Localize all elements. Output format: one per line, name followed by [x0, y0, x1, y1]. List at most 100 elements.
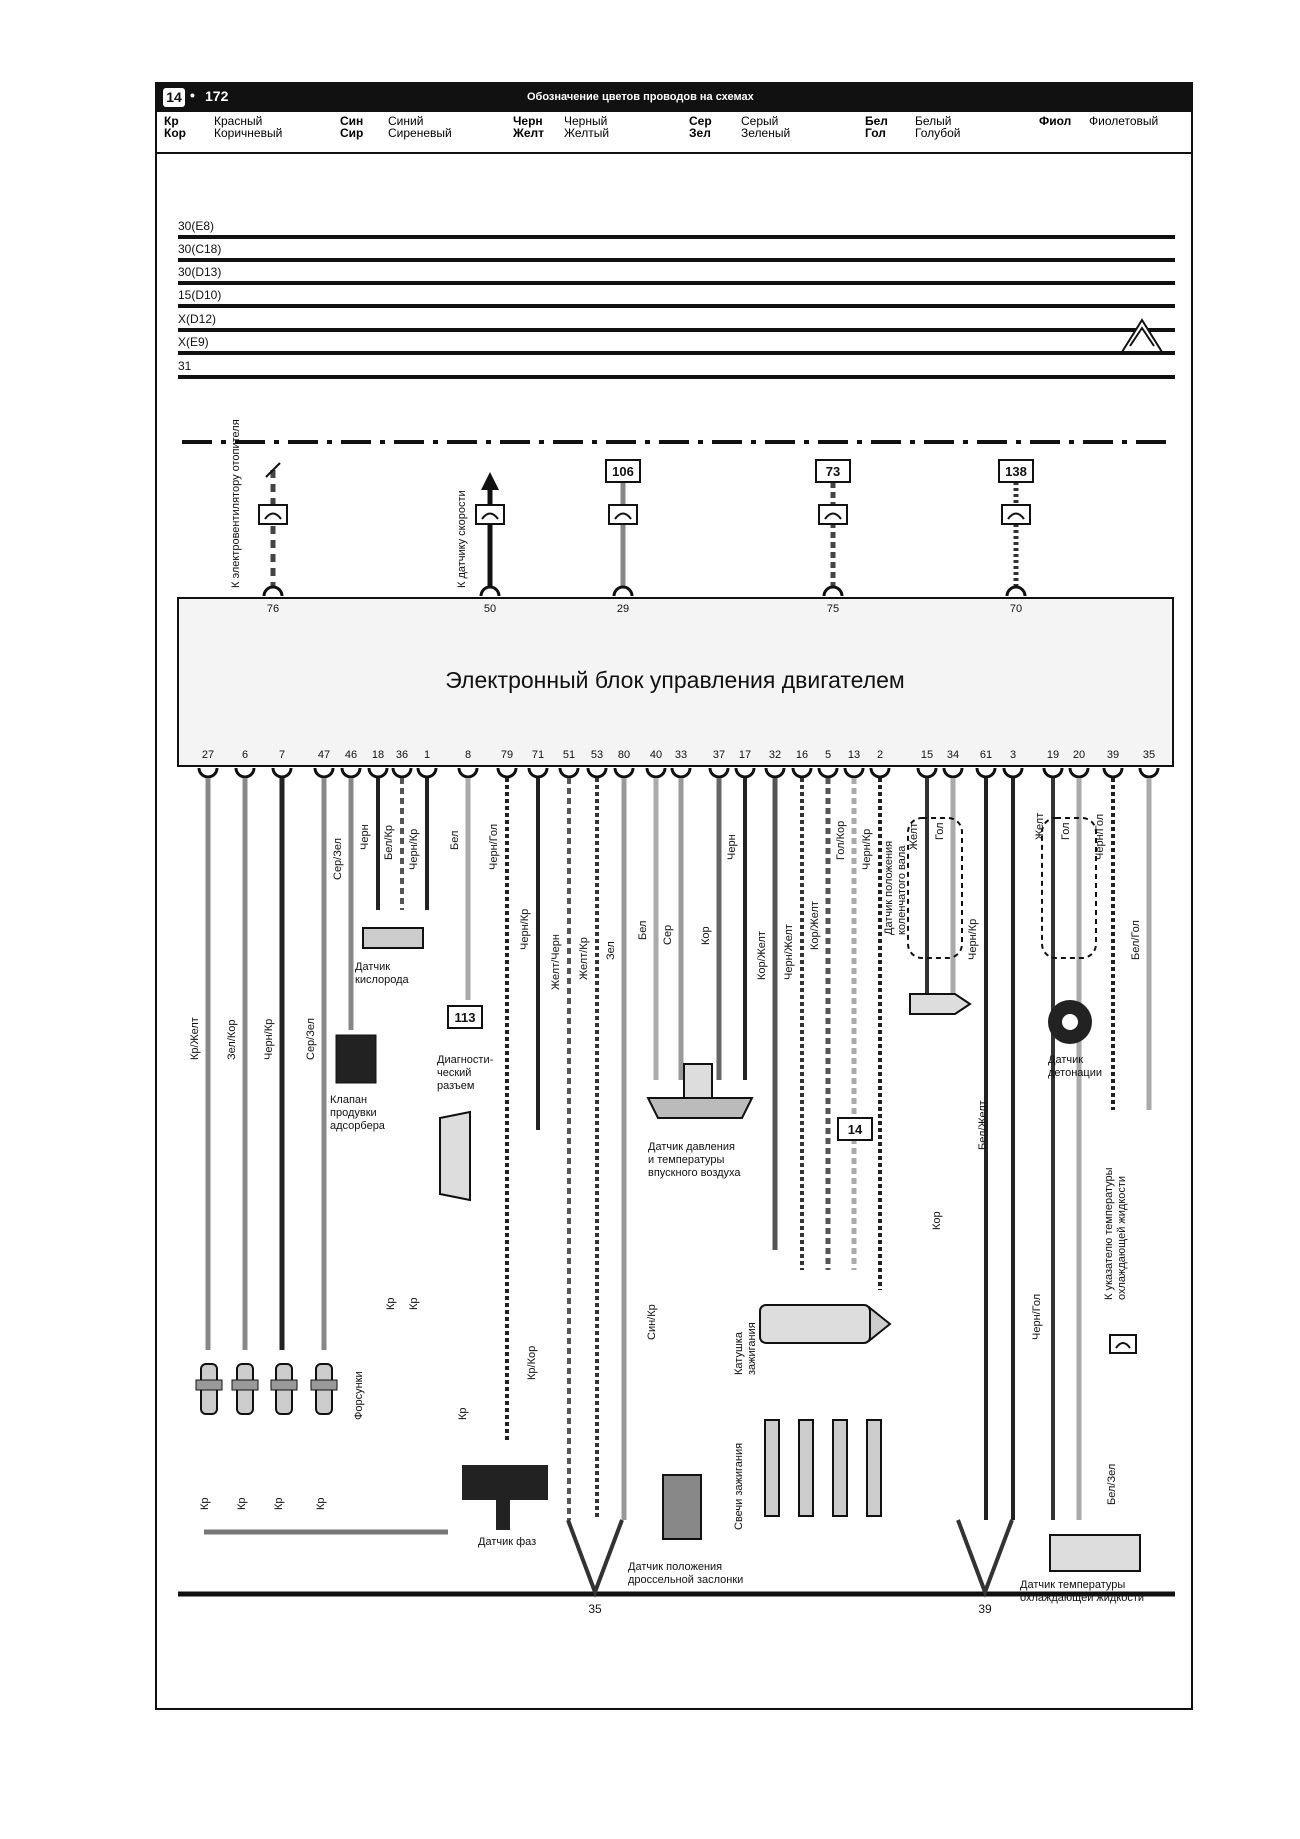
legend-abbr: Сер — [689, 114, 712, 128]
connector-icon — [475, 504, 505, 525]
wire-color-label: Желт/Кр — [578, 937, 590, 980]
ecu-pin-socket — [367, 767, 389, 779]
wire-color-label: Бел/Зел — [1106, 1464, 1118, 1505]
canister-label: Клапан — [330, 1094, 367, 1106]
legend-name: Белый — [915, 114, 952, 128]
ecu-pin-socket — [645, 767, 667, 779]
ecu-pin-socket — [791, 767, 813, 779]
wire-color-label: Черн — [726, 834, 738, 860]
canister-label: продувки — [330, 1107, 377, 1119]
wire-color-label: Бел — [637, 921, 649, 940]
map-label: Датчик давления — [648, 1141, 735, 1153]
legend-name: Фиолетовый — [1089, 114, 1159, 128]
wire-color-label: Черн — [359, 824, 371, 850]
coolant-label: Датчик температуры — [1020, 1579, 1125, 1591]
wire-color-label: Бел/Желт — [977, 1100, 989, 1150]
wire-color-label: Кор — [931, 1211, 943, 1230]
ref-number: 14 — [848, 1122, 863, 1137]
ground-splice — [956, 1519, 1014, 1598]
phase-sensor-icon — [462, 1465, 548, 1530]
ecu-pin-socket — [234, 767, 256, 779]
ecu-pin-number: 39 — [1107, 749, 1119, 761]
ecu-pin-number: 40 — [650, 749, 662, 761]
legend-abbr: Син — [340, 114, 364, 128]
injectors: Форсунки — [195, 1363, 365, 1420]
ground-label: 39 — [978, 1602, 992, 1616]
ecu-pin-number: 13 — [848, 749, 860, 761]
wire-color-label: Черн/Кр — [519, 909, 531, 950]
ecu-pin-socket — [457, 767, 479, 779]
arrow-up-icon — [481, 472, 499, 490]
injector-icon — [310, 1363, 338, 1415]
ecu-pin-number: 47 — [318, 749, 330, 761]
legend-name: Зеленый — [741, 126, 791, 140]
knock-sensor: Датчик детонации — [1041, 817, 1102, 1079]
ref-number: 113 — [455, 1010, 476, 1025]
tps-label: Датчик положения — [628, 1561, 722, 1573]
wire-color-label: Черн/Кр — [861, 829, 873, 870]
ground-splice — [566, 1519, 624, 1598]
ecu-pin-socket — [942, 767, 964, 779]
wire-color-label: Сер — [662, 925, 674, 945]
ecu-pin-number: 79 — [501, 749, 513, 761]
ecu-pin-number: 16 — [796, 749, 808, 761]
connector-icon — [258, 504, 288, 525]
spark-plug-icon — [764, 1419, 780, 1517]
ecu-pin-socket — [271, 767, 293, 779]
ref-box — [605, 459, 641, 483]
legend-abbr: Бел — [865, 114, 888, 128]
map-sensor: Датчик давления и температуры впускного … — [646, 1063, 754, 1179]
wire-color-label: Черн/Гол — [488, 824, 500, 870]
ecu-pin-socket — [869, 767, 891, 779]
tps-label: дроссельной заслонки — [628, 1574, 743, 1586]
legend-abbr: Кор — [164, 126, 186, 140]
wire-color-label: Зел/Кор — [226, 1019, 238, 1060]
wire-color-label: Черн/Кр — [263, 1019, 275, 1060]
crankshaft-sensor: Датчик положения коленчатого вала — [883, 817, 972, 1015]
ecu-pin-socket — [916, 767, 938, 779]
ecu-pin-number: 33 — [675, 749, 687, 761]
knock-label: Датчик — [1048, 1054, 1083, 1066]
ecu-pin-socket — [527, 767, 549, 779]
ecu-pin-socket — [479, 585, 501, 597]
injectors-label: Форсунки — [353, 1371, 365, 1420]
wire-color-label: Кр/Желт — [189, 1017, 201, 1060]
ref-box — [447, 1005, 483, 1029]
crankshaft-sensor-icon — [909, 993, 972, 1015]
ecu-pin-number: 46 — [345, 749, 357, 761]
crank-label: коленчатого вала — [896, 845, 908, 935]
ecu-pin-number: 36 — [396, 749, 408, 761]
ecu-pin-number: 6 — [242, 749, 248, 761]
legend-name: Серый — [741, 114, 779, 128]
ecu-pin-socket — [391, 767, 413, 779]
oxygen-label: Датчик — [355, 961, 390, 973]
crank-label: Датчик положения — [883, 841, 895, 935]
wire-color-label: Черн/Кр — [408, 829, 420, 870]
ecu-pin-socket — [586, 767, 608, 779]
ecu-pin-socket — [1002, 767, 1024, 779]
ecu-pin-socket — [764, 767, 786, 779]
wire-color-label: Желт — [908, 823, 920, 850]
wire-color-label: Гол — [1060, 822, 1072, 840]
ecu-pin-number: 70 — [1010, 603, 1022, 615]
ecu-pin-socket — [313, 767, 335, 779]
ecu-pin-socket — [340, 767, 362, 779]
wire-color-label: Син/Кр — [646, 1304, 658, 1340]
ecu-pin-number: 17 — [739, 749, 751, 761]
ecu-pin-number: 61 — [980, 749, 992, 761]
ecu-pin-socket — [558, 767, 580, 779]
oxygen-sensor-icon — [362, 927, 424, 949]
ecu-pin-number: 50 — [484, 603, 496, 615]
map-label: впускного воздуха — [648, 1167, 741, 1179]
ecu-block: Электронный блок управления двигателем 7… — [177, 585, 1174, 779]
shield-outline — [907, 817, 963, 959]
wire-break-mark — [265, 462, 281, 478]
wire-color-label: Кор/Желт — [756, 931, 768, 980]
ecu-pin-number: 8 — [465, 749, 471, 761]
ecu-pin-number: 76 — [267, 603, 279, 615]
knock-label: детонации — [1048, 1067, 1102, 1079]
ecu-pin-number: 71 — [532, 749, 544, 761]
legend-name: Коричневый — [214, 126, 283, 140]
coil-tip — [869, 1305, 892, 1343]
